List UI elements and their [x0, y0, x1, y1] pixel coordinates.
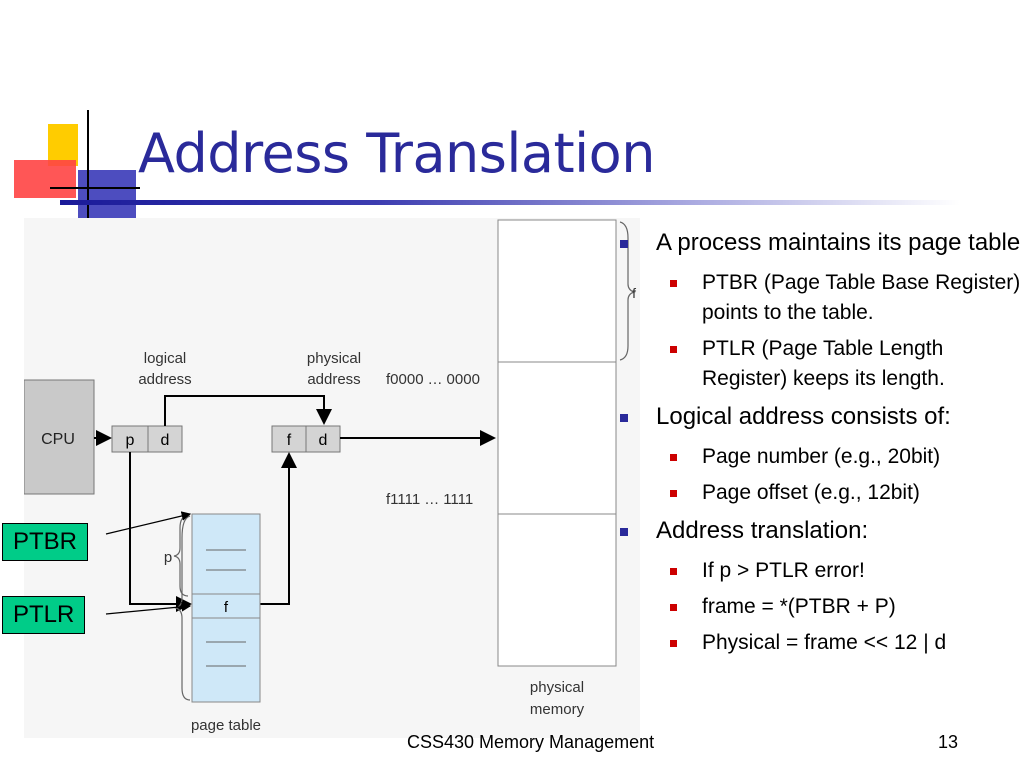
- slide-corner-decoration: [14, 110, 140, 222]
- sub-bullet-marker: [670, 568, 677, 575]
- ptbr-callout-arrow: [105, 511, 192, 535]
- frame-brace: [619, 221, 636, 361]
- p-brace-label: p: [164, 549, 172, 566]
- page-number-path-arrow: [129, 452, 192, 612]
- page-number: 13: [938, 732, 959, 752]
- frame-path-arrow: [260, 452, 297, 605]
- ptlr-callout: PTLR: [2, 596, 86, 634]
- sub-bullet-item: frame = *(PTBR + P): [620, 592, 1024, 622]
- frame-end-address: f1111…1111: [386, 491, 473, 508]
- slide-title: Address Translation: [138, 122, 655, 185]
- page-table-label: page table: [191, 717, 261, 734]
- sub-bullet-marker: [670, 604, 677, 611]
- sub-bullet-marker: [670, 346, 677, 353]
- sub-bullet-item: PTBR (Page Table Base Register) points t…: [620, 268, 1024, 328]
- frame-brace-label: f: [632, 285, 636, 301]
- sub-bullet-marker: [670, 640, 677, 647]
- sub-bullet-item: Page number (e.g., 20bit): [620, 442, 1024, 472]
- bullet-marker: [620, 240, 628, 248]
- physical-d-cell: [305, 425, 341, 453]
- sub-bullet-marker: [670, 280, 677, 287]
- sub-bullet-item: If p > PTLR error!: [620, 556, 1024, 586]
- physical-d-label: d: [319, 432, 328, 449]
- cpu-box: [24, 379, 95, 495]
- bullet-item: A process maintains its page table: [620, 226, 1024, 260]
- title-underline: [60, 200, 960, 205]
- ptbr-callout: PTBR: [2, 523, 89, 561]
- cpu-label: CPU: [41, 431, 75, 448]
- slide-footer: CSS430 Memory Management: [407, 732, 655, 752]
- deco-yellow-square: [48, 124, 78, 166]
- table-length-brace: [174, 515, 191, 701]
- sub-bullet-item: Page offset (e.g., 12bit): [620, 478, 1024, 508]
- bullet-item: Address translation:: [620, 514, 1024, 548]
- deco-red-square: [14, 160, 76, 198]
- sub-bullet-item: Physical = frame << 12 | d: [620, 628, 1024, 658]
- bullet-marker: [620, 528, 628, 536]
- logical-d-label: d: [161, 432, 170, 449]
- bullet-item: Logical address consists of:: [620, 400, 1024, 434]
- logical-p-label: p: [126, 432, 135, 449]
- bullet-list: A process maintains its page table PTBR …: [620, 226, 1024, 664]
- ptlr-callout-arrow: [105, 602, 192, 615]
- physical-f-label: f: [287, 432, 292, 449]
- page-table-box: [191, 513, 261, 703]
- page-table-frame-label: f: [224, 599, 229, 616]
- sub-bullet-item: PTLR (Page Table Length Register) keeps …: [620, 334, 1024, 394]
- deco-blue-square: [78, 170, 136, 218]
- frame-start-address: f0000…0000: [386, 371, 480, 388]
- sub-bullet-marker: [670, 490, 677, 497]
- sub-bullet-marker: [670, 454, 677, 461]
- offset-path-arrow: [164, 395, 332, 426]
- p-brace: [173, 515, 189, 597]
- physical-memory-box: [497, 219, 617, 667]
- physical-f-cell: [271, 425, 307, 453]
- bullet-marker: [620, 414, 628, 422]
